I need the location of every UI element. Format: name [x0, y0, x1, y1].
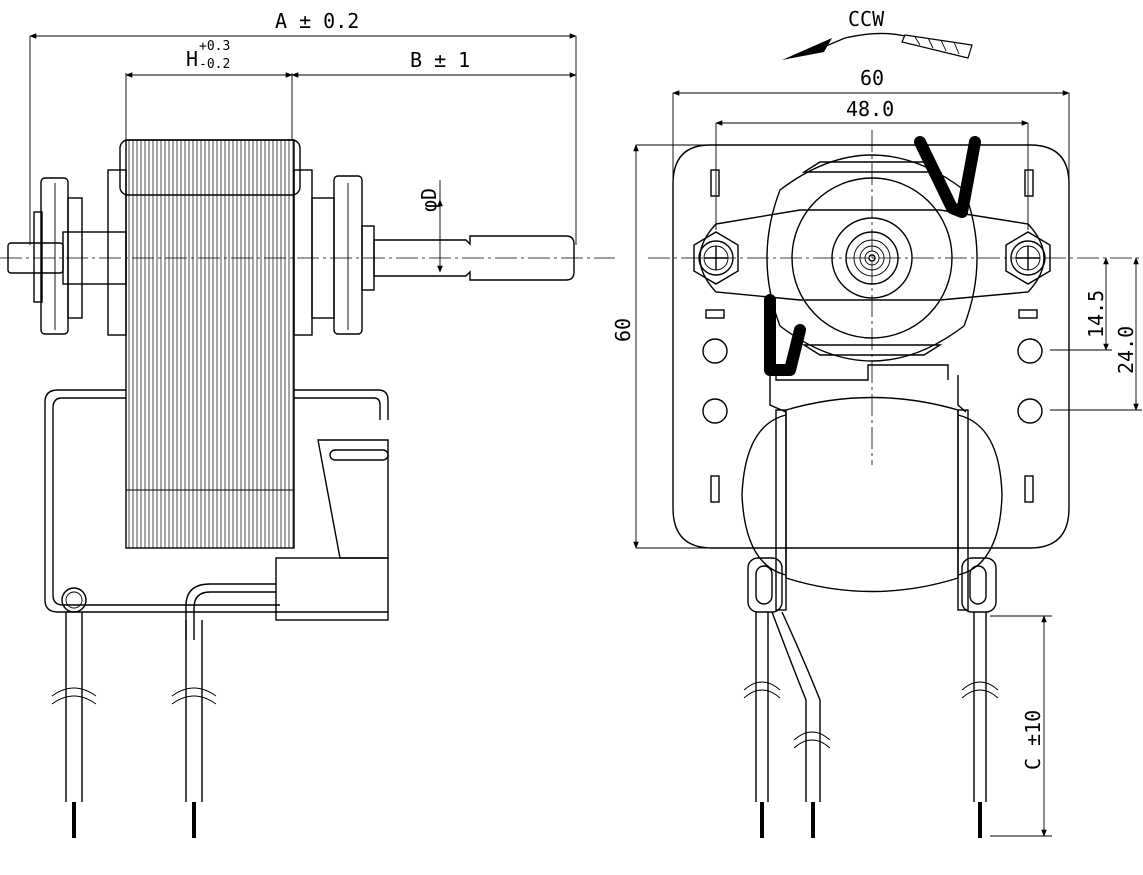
left-bearing-bracket [7, 177, 83, 335]
wire-harness-side [44, 389, 389, 640]
dimension-height: 60 [611, 144, 900, 549]
dimension-d: φD [417, 180, 443, 273]
dim-h-upper-tolerance: +0.3 [199, 39, 230, 54]
rotation-label: CCW [848, 7, 885, 31]
dimension-a: A ± 0.2 [29, 9, 577, 245]
dim-c-label: C ±10 [1021, 710, 1045, 770]
motor-shaft [62, 231, 575, 285]
stator-core [107, 139, 313, 549]
dim-d-label: φD [417, 188, 441, 212]
dim-offset-2-label: 24.0 [1114, 326, 1138, 374]
dimension-width: 60 [672, 66, 1070, 190]
front-view: CCW 60 48.0 60 [611, 7, 1143, 838]
left-screw [693, 231, 739, 285]
dim-hole-spacing-label: 48.0 [846, 97, 894, 121]
dimension-c: C ±10 [990, 615, 1052, 837]
dimension-b: B ± 1 [291, 48, 577, 78]
rotation-direction: CCW [782, 7, 973, 60]
dim-offset-1-label: 14.5 [1084, 290, 1108, 338]
dim-width-label: 60 [860, 66, 884, 90]
terminals [747, 409, 997, 613]
lead-wires-front [743, 611, 999, 838]
dim-height-label: 60 [611, 318, 635, 342]
mounting-plate [672, 144, 1070, 549]
dimension-h: H +0.3 -0.2 [125, 39, 293, 140]
right-bearing-bracket [311, 175, 375, 335]
right-screw [1005, 231, 1051, 285]
dim-b-label: B ± 1 [410, 48, 470, 72]
dimension-hole-spacing: 48.0 [715, 97, 1029, 230]
dim-a-label: A ± 0.2 [275, 9, 359, 33]
lead-wires-side [51, 612, 217, 838]
black-lead-wires [764, 136, 981, 376]
side-view: A ± 0.2 H +0.3 -0.2 B ± 1 φD [0, 9, 615, 838]
dim-h-label: H [186, 47, 198, 71]
dim-h-lower-tolerance: -0.2 [199, 57, 230, 72]
dimension-hole-offsets: 14.5 24.0 [1050, 257, 1142, 411]
